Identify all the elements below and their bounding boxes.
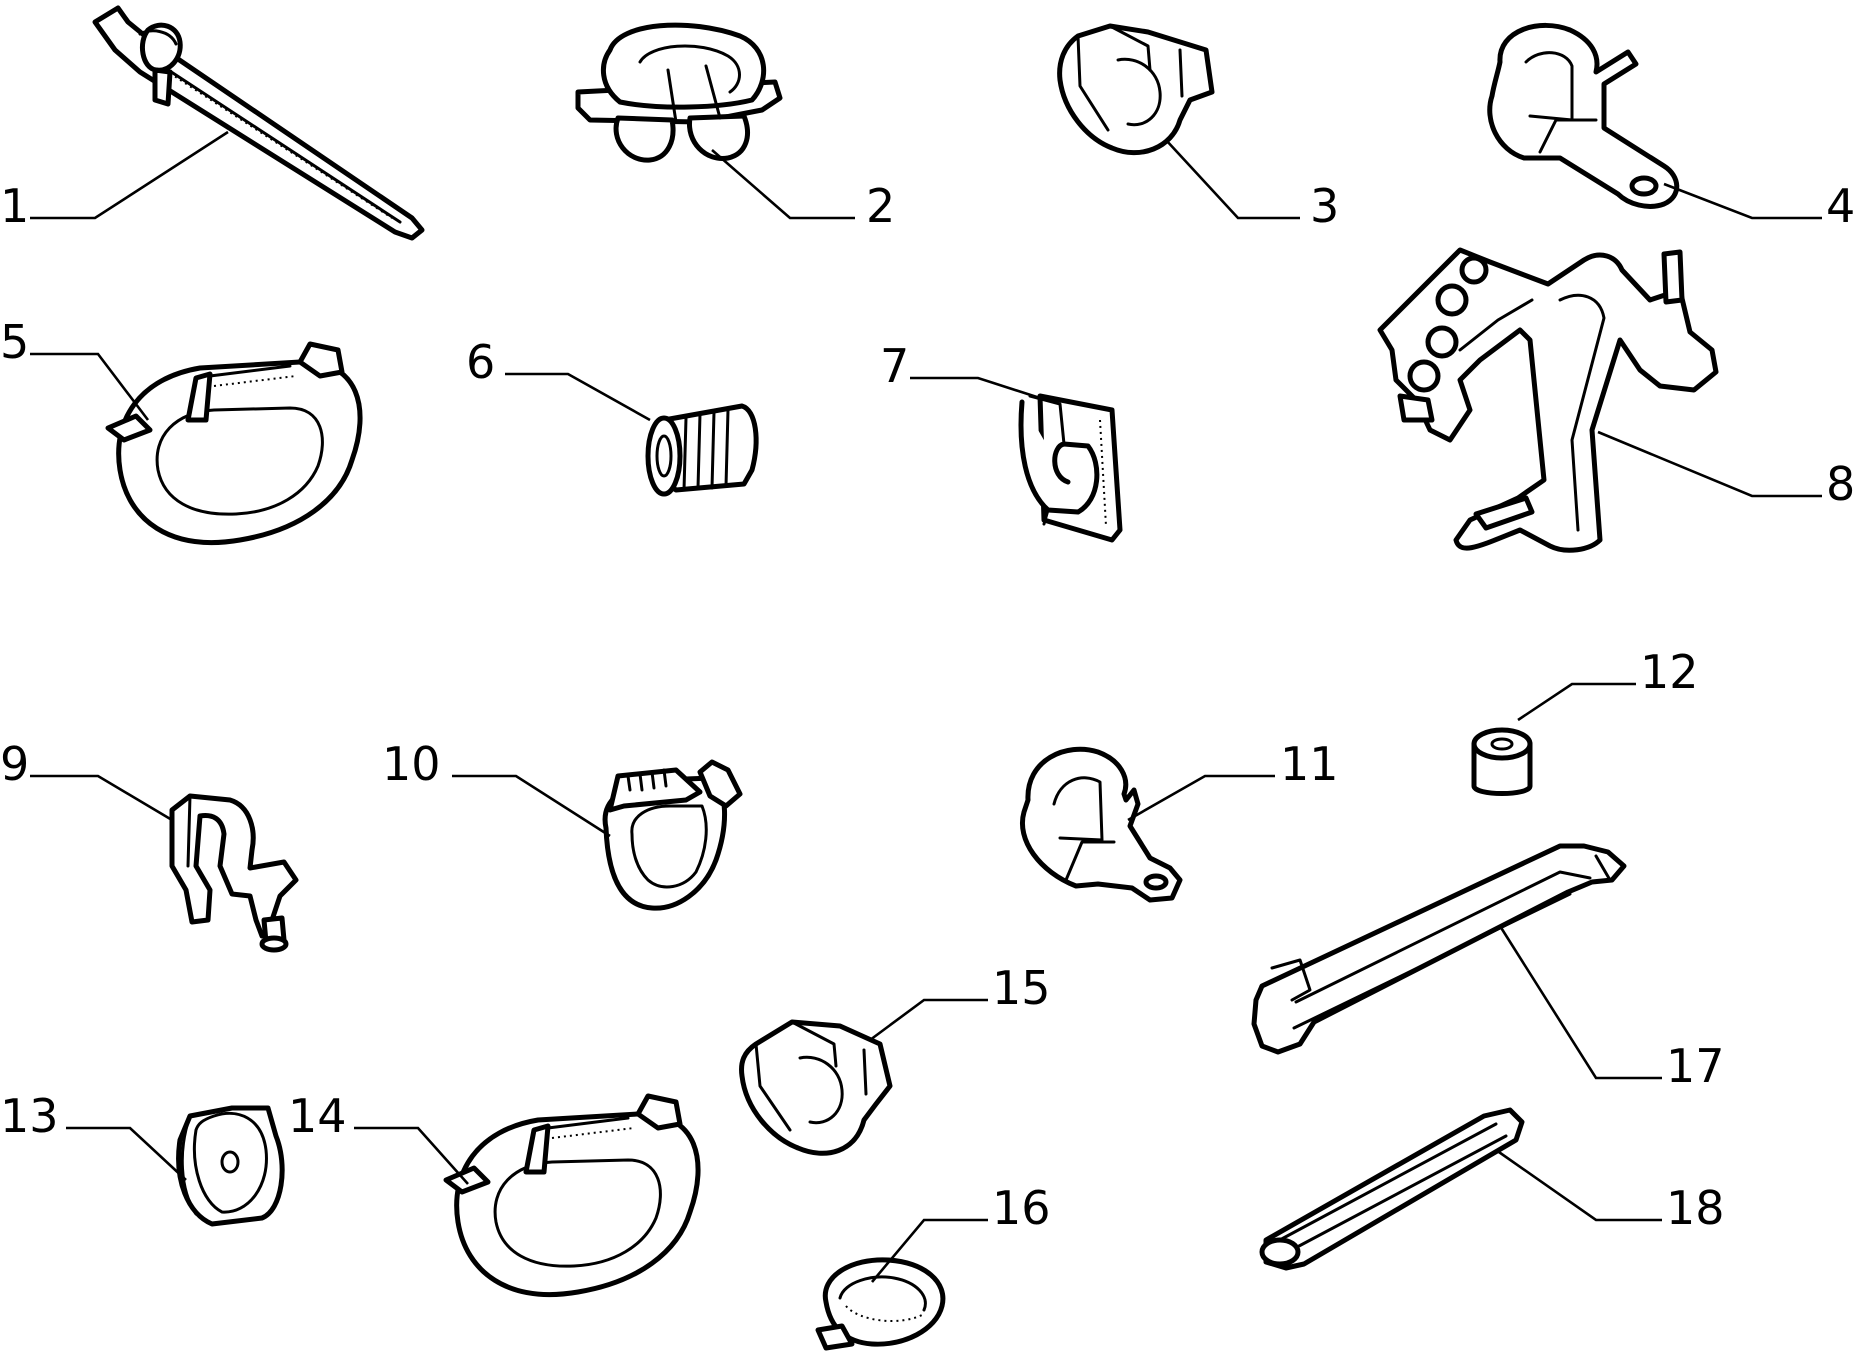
callout-16: 16	[871, 1181, 1051, 1283]
label-15: 15	[992, 961, 1051, 1015]
label-2: 2	[866, 179, 895, 233]
callout-11: 11	[1127, 737, 1339, 822]
part-2-double-clip	[575, 22, 783, 163]
callout-1: 1	[0, 130, 229, 233]
part-9-bracket-bolt	[169, 793, 299, 953]
part-7-adhesive-clip	[1018, 393, 1123, 543]
label-10: 10	[382, 737, 441, 791]
part-18-sleeve	[1259, 1107, 1525, 1271]
callout-8: 8	[1597, 430, 1853, 511]
leader-12	[1517, 682, 1636, 722]
part-3-c-clip	[1057, 23, 1215, 156]
label-16: 16	[992, 1181, 1051, 1235]
part-12-bushing	[1471, 727, 1533, 796]
part-11-p-clip	[1020, 746, 1183, 903]
part-16-band-clamp	[815, 1257, 946, 1351]
label-1: 1	[0, 179, 29, 233]
callout-12: 12	[1517, 645, 1699, 722]
leader-5	[30, 352, 150, 421]
leader-10	[452, 774, 611, 838]
label-13: 13	[0, 1089, 59, 1143]
label-14: 14	[288, 1089, 347, 1143]
callout-4: 4	[1663, 179, 1853, 233]
label-6: 6	[466, 335, 495, 389]
label-8: 8	[1826, 457, 1853, 511]
part-14-strap-band	[443, 1093, 701, 1298]
label-17: 17	[1666, 1039, 1725, 1093]
callout-5: 5	[0, 315, 150, 421]
leader-2	[711, 149, 855, 220]
label-5: 5	[0, 315, 29, 369]
part-1-cable-tie	[92, 5, 425, 241]
leader-16	[871, 1218, 988, 1283]
callout-6: 6	[466, 335, 651, 422]
leader-15	[869, 998, 988, 1042]
leader-8	[1597, 430, 1822, 498]
part-6-grommet-sleeve	[645, 403, 759, 497]
part-8-harness-bracket	[1377, 247, 1719, 553]
part-5-strap-band	[105, 341, 363, 546]
callout-17: 17	[1498, 925, 1725, 1093]
part-15-c-clip	[739, 1019, 893, 1156]
callout-2: 2	[711, 149, 895, 233]
leader-6	[505, 372, 651, 422]
label-3: 3	[1310, 179, 1339, 233]
part-10-ratchet-clamp	[602, 759, 743, 911]
leader-17	[1498, 925, 1662, 1080]
callout-13: 13	[0, 1089, 187, 1181]
leader-14	[354, 1126, 469, 1185]
part-13-grommet	[176, 1105, 285, 1227]
leader-11	[1127, 774, 1275, 822]
label-11: 11	[1280, 737, 1339, 791]
label-12: 12	[1640, 645, 1699, 699]
callout-10: 10	[382, 737, 611, 838]
leader-7	[910, 376, 1041, 400]
leader-3	[1165, 139, 1300, 220]
leader-13	[66, 1126, 187, 1181]
part-4-p-clip	[1487, 22, 1680, 209]
callout-18: 18	[1495, 1148, 1725, 1235]
label-4: 4	[1826, 179, 1853, 233]
callout-7: 7	[880, 339, 1041, 400]
leader-4	[1663, 182, 1822, 220]
leader-18	[1495, 1148, 1662, 1222]
label-9: 9	[0, 737, 29, 791]
callout-9: 9	[0, 737, 173, 822]
leader-1	[30, 130, 229, 220]
label-7: 7	[880, 339, 909, 393]
leader-9	[30, 774, 173, 822]
label-18: 18	[1666, 1181, 1725, 1235]
callout-3: 3	[1165, 139, 1339, 233]
part-17-channel-strap	[1251, 843, 1627, 1055]
callout-14: 14	[288, 1089, 469, 1185]
callout-15: 15	[869, 961, 1051, 1042]
